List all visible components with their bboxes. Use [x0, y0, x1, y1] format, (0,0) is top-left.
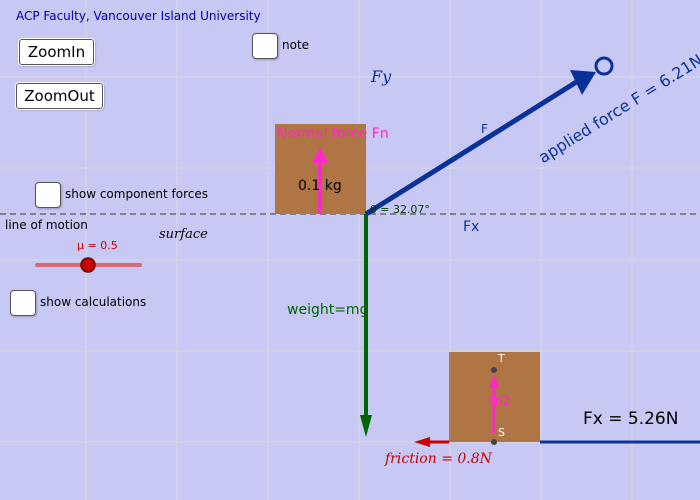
slider-knob-icon[interactable] [80, 257, 96, 273]
show-component-forces-checkbox[interactable] [35, 182, 61, 208]
line-of-motion-label: line of motion [5, 218, 88, 232]
fy-label: Fy [371, 67, 392, 86]
slider-value-label: μ = 0.5 [77, 239, 118, 252]
show-calculations-label: show calculations [40, 295, 147, 309]
normal-force-label: Normal force Fn [277, 126, 389, 142]
point-s[interactable] [491, 439, 497, 445]
friction-label: friction = 0.8N [385, 451, 492, 467]
show-component-forces-label: show component forces [65, 187, 208, 201]
surface-label: surface [159, 227, 208, 242]
weight-arrow [360, 214, 372, 437]
mass-label: 0.1 kg [298, 178, 342, 194]
credit-text: ACP Faculty, Vancouver Island University [16, 9, 261, 23]
zoom-out-button[interactable]: ZoomOut [16, 83, 103, 109]
fx-value-label: Fx = 5.26N [583, 409, 679, 429]
friction-arrow [414, 437, 449, 447]
fx-label: Fx [463, 219, 480, 235]
zoom-in-button[interactable]: ZoomIn [19, 39, 94, 65]
show-calculations-checkbox[interactable] [10, 290, 36, 316]
angle-label: θ = 32.07° [370, 203, 430, 216]
note-label: note [282, 38, 310, 52]
mu-slider[interactable] [35, 257, 142, 273]
point-s-label: S [498, 426, 505, 439]
applied-force-arrow [364, 70, 596, 217]
fn2-arrow [489, 374, 499, 433]
note-checkbox[interactable] [252, 33, 278, 59]
normal-force-arrow [312, 147, 328, 214]
f-label: F [481, 122, 488, 136]
applied-force-handle[interactable] [594, 56, 614, 76]
point-t-label: T [498, 352, 505, 365]
fn2-label: Fn2 [488, 394, 511, 408]
point-t[interactable] [491, 367, 497, 373]
weight-label: weight=mg [287, 302, 369, 318]
